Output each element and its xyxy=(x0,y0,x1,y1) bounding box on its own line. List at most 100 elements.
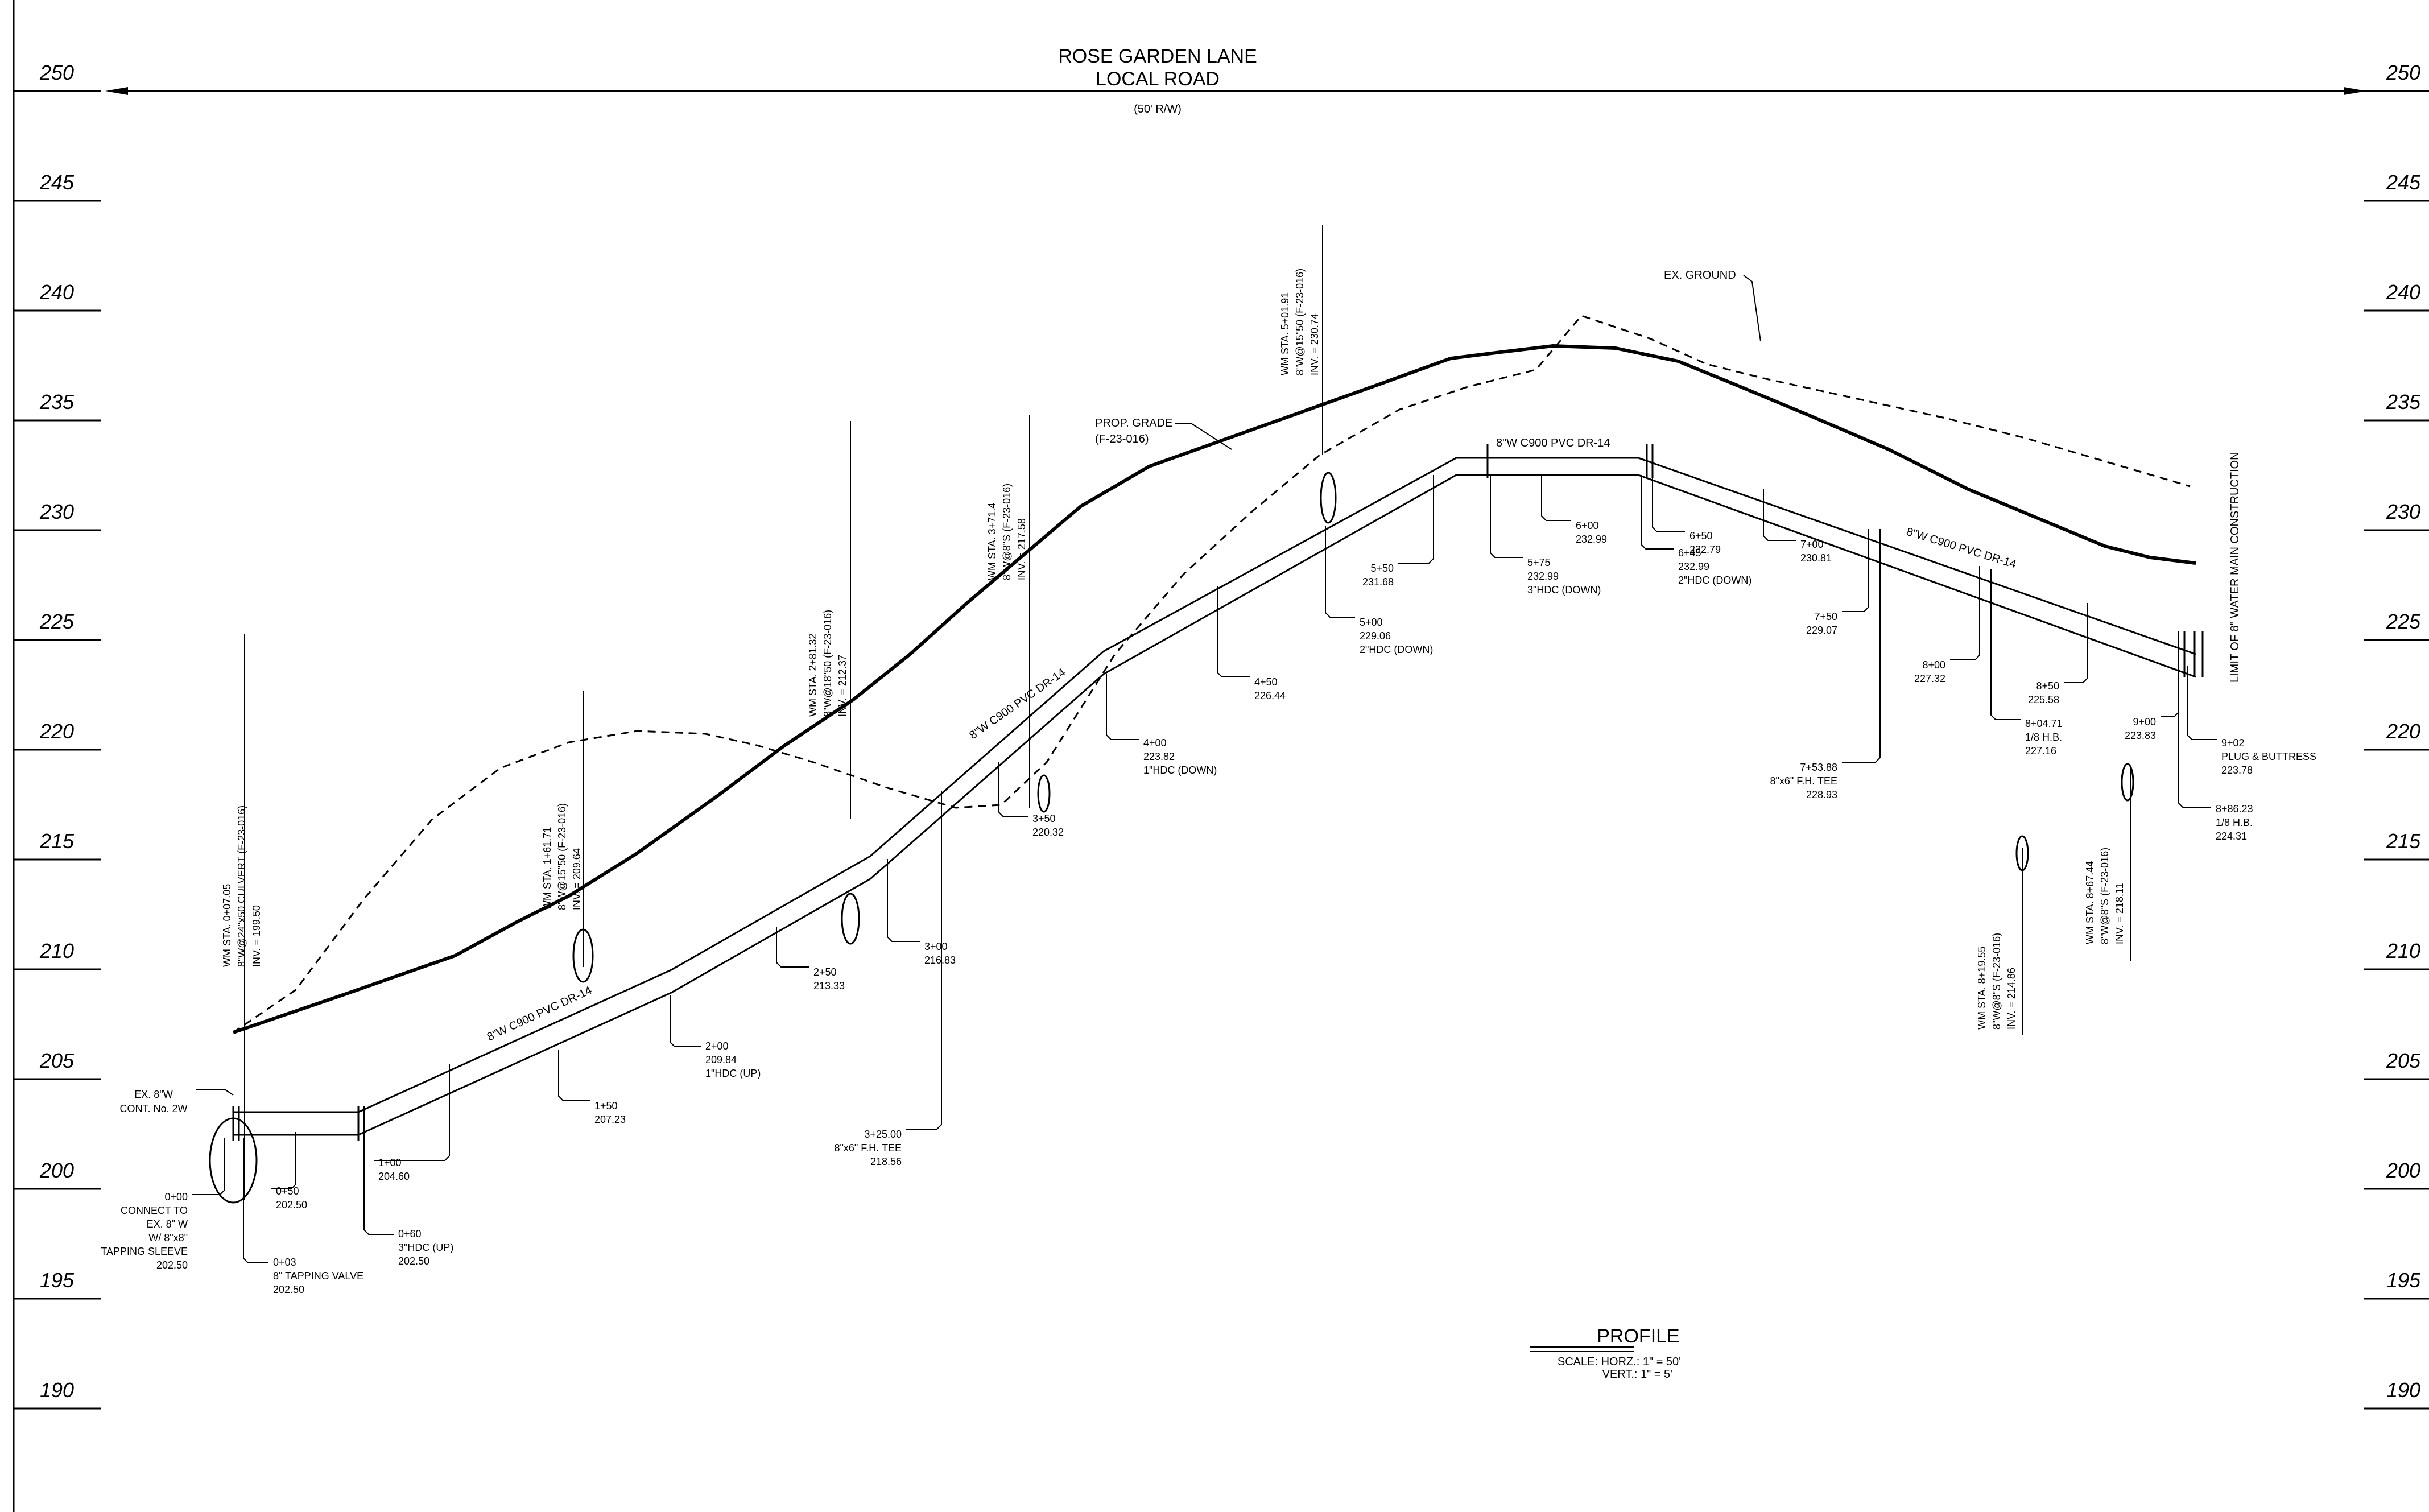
elev-label-left: 215 xyxy=(39,829,75,853)
station-leader xyxy=(374,1064,450,1161)
station-text: TAPPING SLEEVE xyxy=(101,1246,188,1257)
station-text: 226.44 xyxy=(1254,690,1286,701)
elev-label-left: 220 xyxy=(39,720,74,743)
station-text: 1"HDC (DOWN) xyxy=(1143,765,1217,776)
ex-main-leader xyxy=(196,1089,234,1096)
station-text: 7+50 xyxy=(1814,611,1837,622)
station-8-04-71: 8+04.711/8 H.B.227.16 xyxy=(1990,569,2063,757)
station-leader xyxy=(2064,603,2088,683)
station-leader xyxy=(2187,666,2217,740)
culvert-text: WM STA. 2+81.32 xyxy=(807,634,819,717)
station-text: 202.50 xyxy=(398,1255,429,1267)
station-leader xyxy=(2178,671,2211,808)
station-text: 229.07 xyxy=(1806,625,1837,636)
station-text: 6+00 xyxy=(1576,520,1599,531)
culvert-text: WM STA. 5+01.91 xyxy=(1279,292,1291,375)
ex-ground-label: EX. GROUND xyxy=(1664,269,1736,282)
prop-grade-label: PROP. GRADE xyxy=(1095,417,1172,429)
station-text: 3"HDC (UP) xyxy=(398,1242,453,1253)
elev-label-left: 245 xyxy=(39,171,75,194)
station-text: 209.84 xyxy=(705,1054,737,1065)
station-leader xyxy=(1641,475,1674,550)
culvert-pipe-icon xyxy=(1037,774,1051,813)
station-text: 202.50 xyxy=(273,1284,304,1295)
elev-label-right: 220 xyxy=(2386,720,2420,743)
station-text: 218.56 xyxy=(870,1156,902,1167)
culvert-text: 8"W@8"S (F-23-016) xyxy=(1001,484,1013,580)
elev-label-left: 240 xyxy=(39,280,74,304)
station-text: 202.50 xyxy=(276,1199,307,1211)
culvert-text: INV. = 199.50 xyxy=(251,905,262,967)
station-leader xyxy=(1763,489,1796,541)
culvert-text: WM STA. 3+71.4 xyxy=(986,503,998,580)
profile-scale-vertical: VERT.: 1" = 5' xyxy=(1602,1368,1672,1381)
elev-label-left: 230 xyxy=(39,500,74,523)
culvert-text: 8"W@8"S (F-23-016) xyxy=(2099,848,2110,944)
pipe-label-4: 8"W C900 PVC DR-14 xyxy=(1905,526,2018,571)
station-leader xyxy=(998,762,1028,817)
station-text: 213.33 xyxy=(813,980,845,992)
road-centerline xyxy=(105,87,2366,95)
elev-label-left: 195 xyxy=(40,1269,75,1292)
culvert-text: INV. = 214.86 xyxy=(2006,968,2017,1030)
station-text: 227.16 xyxy=(2025,745,2056,757)
station-0-60: 0+603"HDC (UP)202.50 xyxy=(363,1135,453,1267)
elev-label-right: 205 xyxy=(2386,1049,2421,1072)
culvert-text: 8"W@15"50 (F-23-016) xyxy=(556,803,568,910)
elev-label-left: 190 xyxy=(40,1378,74,1402)
elev-label-right: 245 xyxy=(2386,171,2421,194)
culvert-text: 8"W@18"50 (F-23-016) xyxy=(822,610,833,717)
station-text: 3"HDC (DOWN) xyxy=(1527,584,1601,596)
elev-label-left: 235 xyxy=(39,390,75,414)
elev-label-right: 250 xyxy=(2386,61,2420,84)
station-text: 3+25.00 xyxy=(864,1129,902,1140)
station-text: 204.60 xyxy=(378,1171,410,1182)
culvert-text: INV. = 212.37 xyxy=(837,655,848,717)
station-leader xyxy=(1325,526,1355,618)
station-text: 202.50 xyxy=(156,1259,188,1271)
elev-label-left: 210 xyxy=(39,939,74,962)
station-text: 8"x6" F.H. TEE xyxy=(835,1142,902,1154)
station-text: 0+00 xyxy=(164,1191,188,1203)
existing-ground-line xyxy=(233,315,2191,1034)
station-text: 6+50 xyxy=(1689,530,1713,542)
elev-label-right: 200 xyxy=(2386,1159,2420,1182)
culvert-pipe-icon xyxy=(2015,835,2029,871)
station-text: 7+00 xyxy=(1800,539,1824,550)
elev-label-right: 195 xyxy=(2386,1269,2421,1292)
station-text: 0+03 xyxy=(273,1257,296,1268)
station-text: 1/8 H.B. xyxy=(2216,817,2253,828)
elev-label-right: 235 xyxy=(2386,390,2421,414)
station-leader xyxy=(363,1135,394,1235)
culvert-pipe-icon xyxy=(209,1117,258,1204)
station-text: 2+50 xyxy=(813,966,837,978)
station-text: 207.23 xyxy=(594,1114,626,1125)
pipe-label-3: 8"W C900 PVC DR-14 xyxy=(1496,437,1610,449)
elev-label-right: 215 xyxy=(2386,829,2421,853)
culvert-pipe-icon xyxy=(572,928,594,983)
station-text: 1+50 xyxy=(594,1100,618,1112)
station-3-25-00: 3+25.00 8"x6" F.H. TEE 218.56 xyxy=(835,791,942,1167)
station-leader xyxy=(1541,475,1571,521)
ex-main-contract: CONT. No. 2W xyxy=(119,1103,187,1114)
station-leader xyxy=(1106,674,1139,740)
elev-label-left: 200 xyxy=(39,1159,74,1182)
station-text: 232.99 xyxy=(1527,571,1559,582)
station-text: 8+50 xyxy=(2036,680,2059,692)
pipe-label-2: 8"W C900 PVC DR-14 xyxy=(967,666,1068,742)
culvert-pipe-icon xyxy=(2121,763,2134,802)
culvert-text: 8"W@15"50 (F-23-016) xyxy=(1294,268,1306,375)
